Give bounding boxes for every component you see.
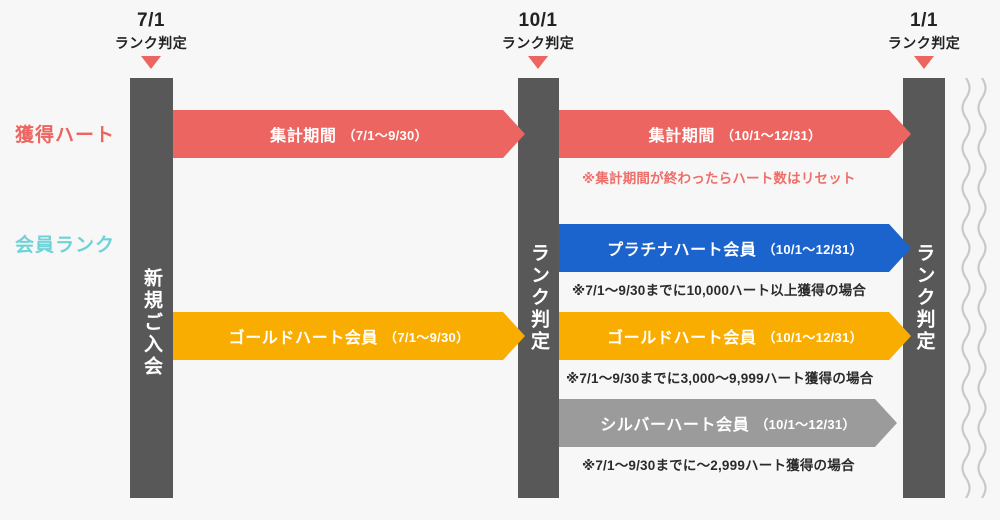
- milestone-header-3: 1/1 ランク判定: [854, 10, 994, 69]
- wavy-lines-svg: [961, 77, 987, 499]
- bar-hearts-period-1: 集計期間 （7/1〜9/30）: [173, 110, 525, 158]
- row-label-hearts: 獲得ハート: [15, 125, 116, 146]
- bar-title: シルバーハート会員: [600, 417, 750, 434]
- bar-hearts-period-2: 集計期間 （10/1〜12/31）: [559, 110, 911, 158]
- bar-platinum-member-2: プラチナハート会員 （10/1〜12/31）: [559, 224, 911, 272]
- milestone-header-2: 10/1 ランク判定: [468, 10, 608, 69]
- bar-range: （10/1〜12/31）: [762, 329, 863, 345]
- milestone-subtitle: ランク判定: [114, 34, 188, 51]
- note-silver: ※7/1〜9/30までに〜2,999ハート獲得の場合: [582, 458, 855, 473]
- milestone-column-2: ランク判定: [518, 78, 559, 498]
- note-gold: ※7/1〜9/30までに3,000〜9,999ハート獲得の場合: [566, 371, 874, 386]
- bar-range: （7/1〜9/30）: [342, 127, 428, 143]
- bar-range: （10/1〜12/31）: [720, 127, 822, 143]
- milestone-date: 10/1: [518, 10, 558, 31]
- note-reset: ※集計期間が終わったらハート数はリセット: [582, 171, 856, 186]
- bar-title: 集計期間: [648, 128, 715, 145]
- wavy-edge-icon: [958, 77, 994, 499]
- milestone-column-1: 新規ご入会: [130, 78, 173, 498]
- milestone-subtitle: ランク判定: [887, 34, 961, 51]
- bar-title: ゴールドハート会員: [228, 330, 379, 347]
- milestone-header-1: 7/1 ランク判定: [81, 10, 221, 69]
- row-label-rank: 会員ランク: [15, 235, 116, 256]
- note-platinum: ※7/1〜9/30までに10,000ハート以上獲得の場合: [572, 283, 867, 298]
- bar-title: プラチナハート会員: [607, 242, 757, 259]
- bar-title: 集計期間: [270, 128, 337, 145]
- milestone-date: 7/1: [137, 10, 165, 31]
- bar-title: ゴールドハート会員: [607, 330, 757, 347]
- bar-silver-member-2: シルバーハート会員 （10/1〜12/31）: [559, 399, 897, 447]
- bar-range: （10/1〜12/31）: [762, 241, 863, 257]
- milestone-column-label: ランク判定: [913, 243, 935, 353]
- milestone-column-3: ランク判定: [903, 78, 945, 498]
- milestone-column-label: 新規ご入会: [141, 268, 162, 378]
- down-triangle-icon: [528, 55, 548, 69]
- bar-gold-member-2: ゴールドハート会員 （10/1〜12/31）: [559, 312, 911, 360]
- bar-gold-member-1: ゴールドハート会員 （7/1〜9/30）: [173, 312, 525, 360]
- bar-range: （10/1〜12/31）: [755, 416, 856, 432]
- milestone-date: 1/1: [910, 10, 938, 31]
- milestone-subtitle: ランク判定: [501, 34, 575, 51]
- down-triangle-icon: [141, 55, 161, 69]
- down-triangle-icon: [914, 55, 934, 69]
- milestone-column-label: ランク判定: [528, 243, 549, 353]
- bar-range: （7/1〜9/30）: [384, 329, 470, 345]
